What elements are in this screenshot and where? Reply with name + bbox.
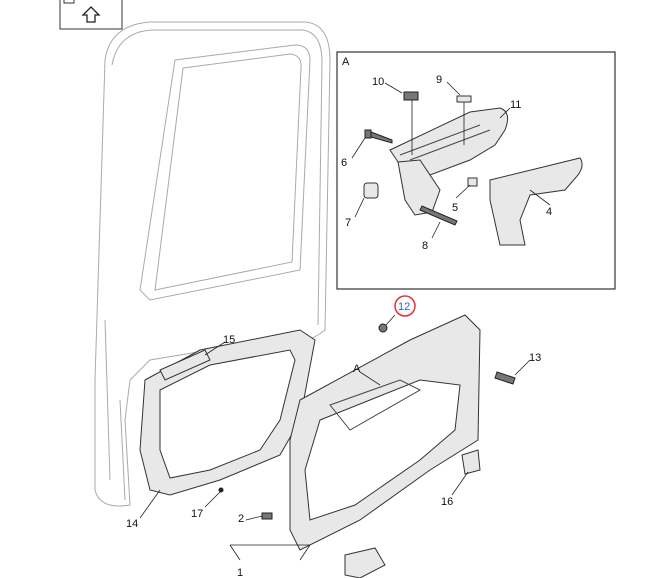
pull-handle-cover (344, 547, 386, 578)
screw-2 (261, 512, 273, 520)
bolt (419, 205, 458, 226)
callout-13: 13 (529, 352, 541, 364)
callout-12: 12 (398, 301, 410, 313)
sound-pad (159, 349, 211, 381)
trim-cover (489, 157, 583, 246)
callout-6: 6 (341, 157, 347, 169)
clip-12 (378, 323, 388, 333)
door-frame (94, 21, 331, 507)
callout-17: 17 (191, 508, 203, 520)
callout-5: 5 (452, 202, 458, 214)
callout-4: 4 (546, 206, 552, 218)
callout-1: 1 (237, 567, 243, 578)
callout-11: 11 (510, 99, 521, 111)
fastener (218, 487, 224, 493)
screw (364, 129, 393, 144)
door-trim-panel (261, 314, 516, 578)
callout-2: 2 (238, 513, 244, 525)
callout-10: 10 (372, 76, 384, 88)
callout-15: 15 (223, 334, 235, 346)
screw-13 (494, 371, 516, 385)
clip (467, 177, 478, 187)
switch-panel (389, 107, 509, 176)
callout-detail-a: A (353, 363, 361, 375)
callout-7: 7 (345, 217, 351, 229)
door-trim-frame (139, 329, 316, 496)
callout-12-highlight[interactable]: 12 (394, 295, 416, 317)
switch-cap (403, 91, 419, 101)
callout-14: 14 (126, 518, 138, 530)
cover-16 (461, 449, 481, 475)
detail-inset-a: A 10 9 11 6 5 4 7 8 (336, 51, 616, 290)
up-button[interactable] (59, 0, 123, 30)
callout-8: 8 (422, 240, 428, 252)
callout-9: 9 (436, 74, 442, 86)
bushing (363, 182, 379, 199)
inset-label: A (342, 56, 350, 68)
blank-cap (456, 95, 472, 103)
callout-16: 16 (441, 496, 453, 508)
up-arrow-icon (81, 6, 101, 23)
